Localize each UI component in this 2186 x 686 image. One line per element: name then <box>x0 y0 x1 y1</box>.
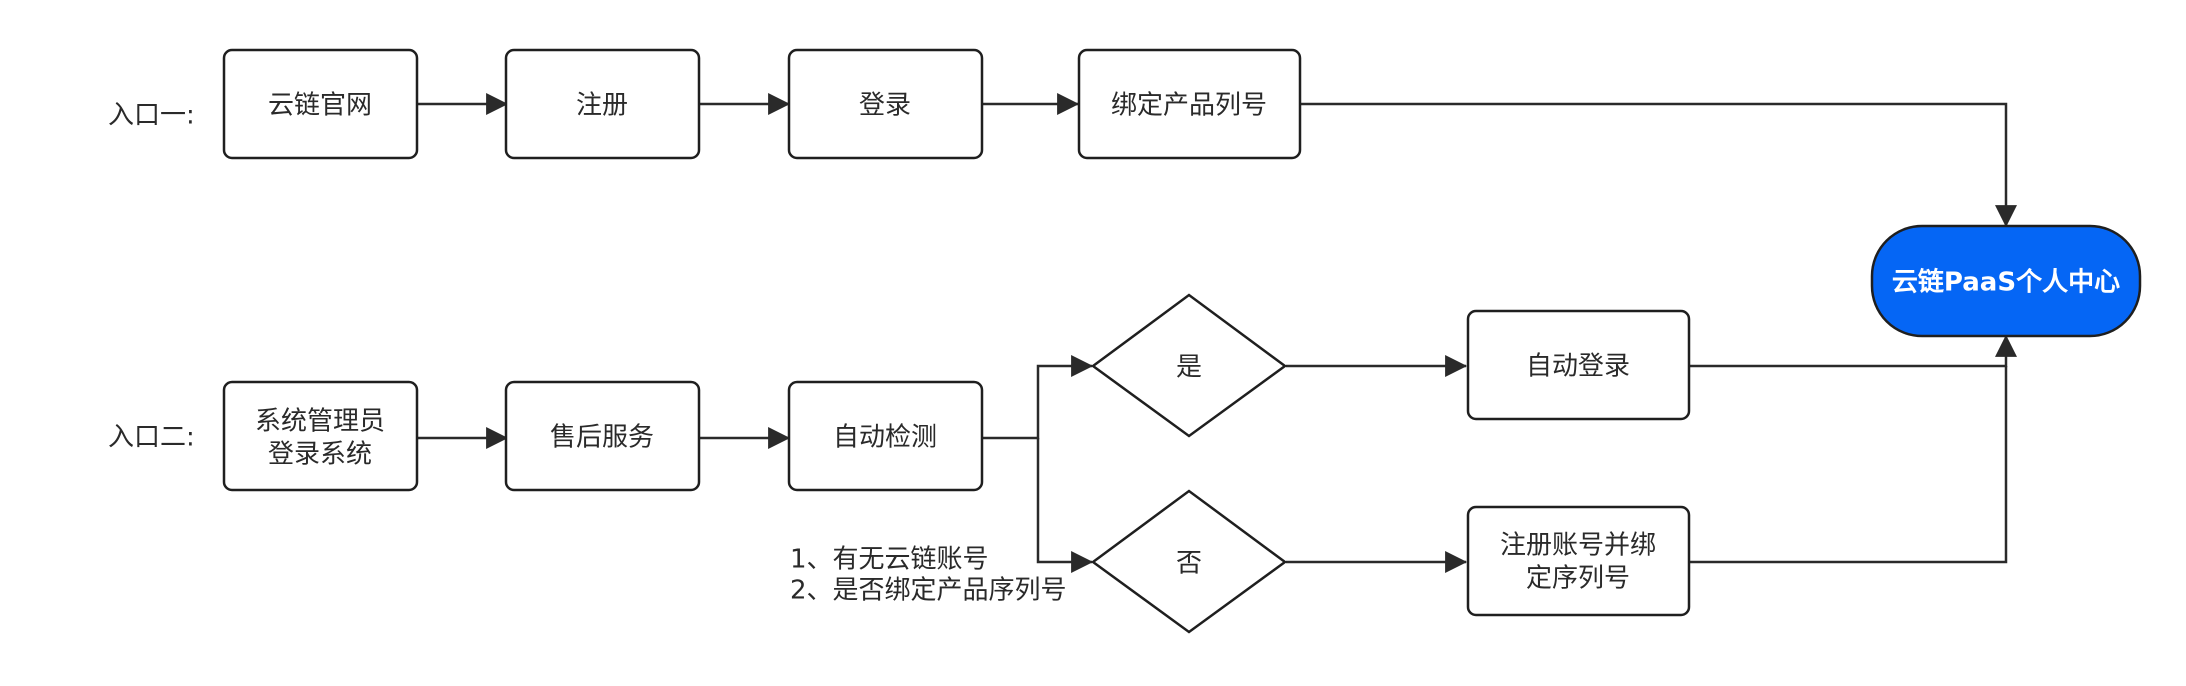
node-register: 注册 <box>504 48 701 160</box>
node-admin-login-label-2: 登录系统 <box>268 440 372 470</box>
node-register-bind-label-1: 注册账号并绑 <box>1500 531 1656 561</box>
edge-detect-to-no <box>1036 438 1094 573</box>
edge-autologin-to-hub <box>1689 334 2017 368</box>
note-line-2: 2、是否绑定产品序列号 <box>790 576 1067 606</box>
edge-registerbind-to-hub <box>1689 366 2008 564</box>
node-register-bind-label-2: 定序列号 <box>1526 564 1630 594</box>
node-admin-login-label-1: 系统管理员 <box>255 407 385 437</box>
entry-two-label: 入口二: <box>108 423 195 453</box>
node-auto-detect-label: 自动检测 <box>833 423 937 453</box>
node-login: 登录 <box>787 48 984 160</box>
node-official-site: 云链官网 <box>222 48 419 160</box>
node-decision-yes: 是 <box>1090 293 1288 438</box>
node-hub-label: 云链PaaS个人中心 <box>1892 267 2120 298</box>
node-official-site-label: 云链官网 <box>268 91 372 121</box>
node-hub: 云链PaaS个人中心 <box>1870 224 2142 338</box>
node-auto-login-label: 自动登录 <box>1526 352 1630 382</box>
node-register-label: 注册 <box>576 91 628 121</box>
node-admin-login: 系统管理员 登录系统 <box>222 380 419 492</box>
edge-detect-to-yes <box>982 355 1094 440</box>
node-decision-yes-label: 是 <box>1176 353 1202 383</box>
node-after-sales: 售后服务 <box>504 380 701 492</box>
node-decision-no: 否 <box>1090 489 1288 634</box>
edge-bind-to-hub <box>1300 102 2017 228</box>
node-register-bind: 注册账号并绑 定序列号 <box>1466 505 1691 617</box>
node-auto-detect: 自动检测 <box>787 380 984 492</box>
node-login-label: 登录 <box>859 91 911 121</box>
note-line-1: 1、有无云链账号 <box>790 545 989 575</box>
entry-one-label: 入口一: <box>108 101 195 131</box>
node-decision-no-label: 否 <box>1176 549 1202 579</box>
node-bind-serial-label: 绑定产品列号 <box>1111 91 1267 121</box>
node-auto-login: 自动登录 <box>1466 309 1691 421</box>
node-bind-serial: 绑定产品列号 <box>1077 48 1302 160</box>
node-after-sales-label: 售后服务 <box>550 423 654 453</box>
